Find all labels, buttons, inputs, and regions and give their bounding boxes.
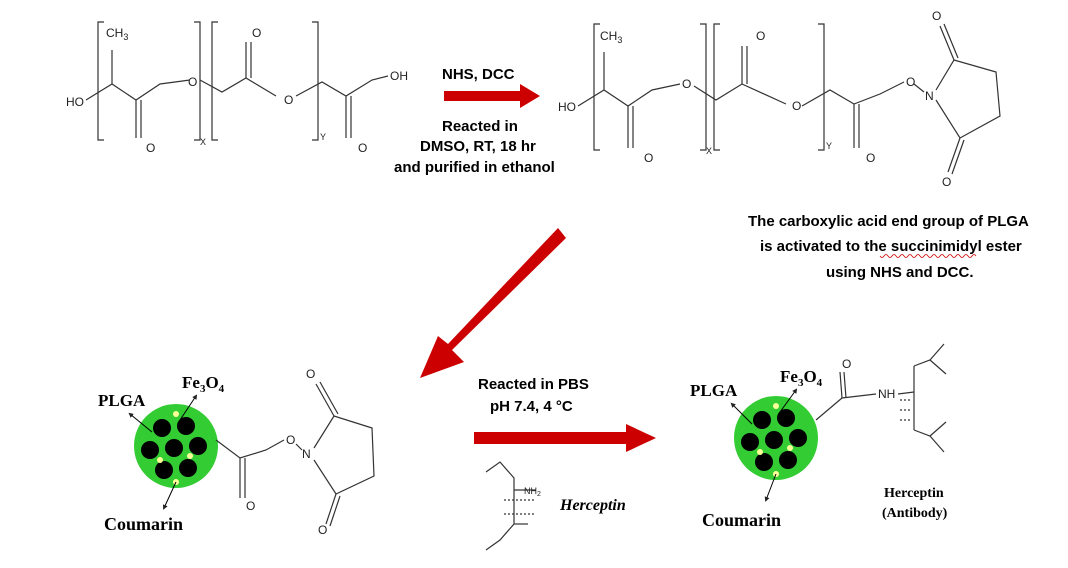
ester-o-label: O (284, 93, 293, 107)
carbonyl-o-label: O (146, 141, 155, 155)
imide-o-label: O (306, 367, 315, 381)
carbonyl-o-label: O (756, 29, 765, 43)
y-label: Y (320, 132, 326, 142)
nhs-n-label: N (925, 89, 934, 103)
fe3o4-label: Fe3O4 (182, 373, 225, 395)
nhs-o-label: O (286, 433, 295, 447)
step1-line2: DMSO, RT, 18 hr (420, 138, 536, 155)
note-line1: The carboxylic acid end group of PLGA (748, 213, 1029, 230)
coumarin-label: Coumarin (104, 514, 183, 534)
ester-o-label: O (682, 77, 691, 91)
step1-line1: Reacted in (442, 118, 518, 135)
step3-arrow (474, 424, 656, 452)
carbonyl-o-label: O (866, 151, 875, 165)
nanoparticle-nhs: PLGA Fe3O4 Coumarin O O N O O (98, 367, 375, 537)
step1-reaction: NHS, DCC Reacted in DMSO, RT, 18 hr and … (394, 66, 555, 176)
step1-reagents: NHS, DCC (442, 66, 515, 83)
plga-label: PLGA (98, 391, 146, 410)
carbonyl-o-label: O (358, 141, 367, 155)
carbonyl-o-label: O (246, 499, 255, 513)
oh-label: OH (390, 69, 408, 83)
ho-label: HO (558, 100, 576, 114)
ester-o-label: O (188, 75, 197, 89)
herceptin-reagent-label: Herceptin (559, 497, 626, 514)
nhs-o-label: O (906, 75, 915, 89)
plga-nhs-structure: CH3 HO O O X O O Y O O N O O (558, 9, 1001, 189)
antibody-label: (Antibody) (882, 506, 948, 521)
carbonyl-o-label: O (644, 151, 653, 165)
step3-line2: pH 7.4, 4 °C (490, 398, 573, 415)
step1-line3: and purified in ethanol (394, 159, 555, 176)
ch3-label: CH3 (600, 29, 622, 45)
amide-o-label: O (842, 357, 851, 371)
imide-o-label: O (318, 523, 327, 537)
nhs-n-label: N (302, 447, 311, 461)
note-line2: is activated to the succinimidyl ester (760, 238, 1022, 255)
ester-o-label: O (792, 99, 801, 113)
plga-label: PLGA (690, 381, 738, 400)
activation-note: The carboxylic acid end group of PLGA is… (748, 213, 1029, 281)
step1-arrow (444, 84, 540, 108)
amide-nh-label: NH (878, 387, 895, 401)
step3-reaction: Reacted in PBS pH 7.4, 4 °C NH2 Hercepti… (474, 376, 656, 551)
herceptin-label: Herceptin (884, 486, 944, 501)
x-label: X (200, 137, 206, 147)
step3-line1: Reacted in PBS (478, 376, 589, 393)
coumarin-label: Coumarin (702, 510, 781, 530)
note-line3: using NHS and DCC. (826, 264, 974, 281)
nh2-label: NH2 (524, 486, 541, 498)
y-label: Y (826, 141, 832, 151)
diagonal-arrow (420, 228, 566, 378)
ch3-label: CH3 (106, 26, 128, 42)
carbonyl-o-label: O (252, 26, 261, 40)
imide-o-label: O (942, 175, 951, 189)
x-label: X (706, 146, 712, 156)
imide-o-label: O (932, 9, 941, 23)
plga-cooh-structure: CH3 HO O O X O O Y O OH (66, 21, 408, 155)
fe3o4-label: Fe3O4 (780, 367, 823, 389)
conjugated-nanoparticle: PLGA Fe3O4 Coumarin O NH Herceptin (Anti… (690, 343, 948, 530)
ho-label: HO (66, 95, 84, 109)
